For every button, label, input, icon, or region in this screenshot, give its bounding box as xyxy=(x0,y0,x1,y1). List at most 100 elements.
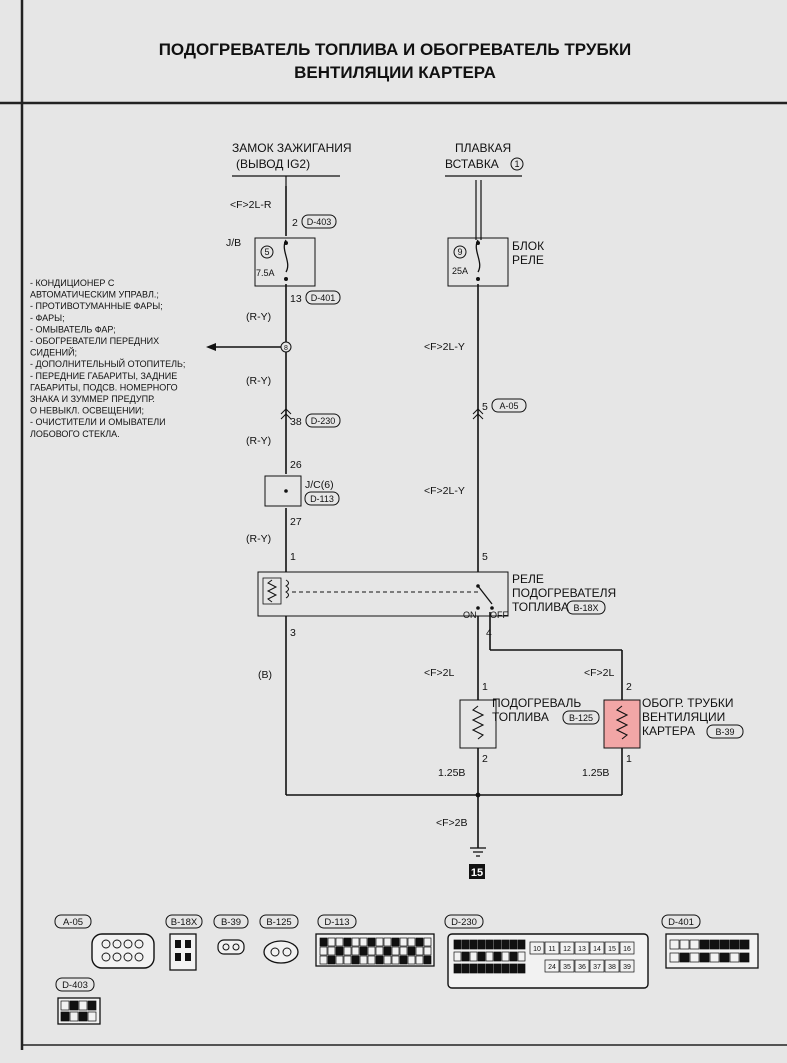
fuel-relay-label1: РЕЛЕ xyxy=(512,572,544,586)
connector-cavity xyxy=(335,946,344,956)
connector-cavity xyxy=(423,937,432,947)
relay-switch-contact xyxy=(477,585,493,605)
connector-cavity xyxy=(669,939,680,950)
connector-cavity xyxy=(319,955,328,965)
connector-cavity xyxy=(407,937,416,947)
connector-cavity xyxy=(453,939,462,950)
connector-cavity xyxy=(689,952,700,963)
fuel-relay-label2: ПОДОГРЕВАТЕЛЯ xyxy=(512,586,616,600)
fuel-heater-code: B-125 xyxy=(569,713,593,723)
connector-cavity xyxy=(501,963,510,974)
connector-cavity xyxy=(529,941,545,955)
connector-cavity xyxy=(391,937,400,947)
connector-cavity xyxy=(327,955,336,965)
connector-cavity xyxy=(335,955,344,965)
pin-13: 13 xyxy=(290,293,302,305)
connector-cavity xyxy=(544,941,560,955)
d230-pin-label: 37 xyxy=(593,964,601,971)
connector-cavity xyxy=(399,946,408,956)
connector-cavity xyxy=(477,963,486,974)
connector-cavity xyxy=(351,946,360,956)
side-list: - КОНДИЦИОНЕР С АВТОМАТИЧЕСКИМ УПРАВЛ.;-… xyxy=(30,278,185,439)
conn-d401-tag: D-401 xyxy=(311,293,336,303)
connector-cavity xyxy=(469,939,478,950)
conn-d113-tag: D-113 xyxy=(310,494,334,504)
wire-2l-b: <F>2L xyxy=(584,667,615,679)
side-list-item: - ПЕРЕДНИЕ ГАБАРИТЫ, ЗАДНИЕ xyxy=(30,371,177,381)
relay-block-fuse-amps: 25A xyxy=(452,266,468,276)
connector-cavity xyxy=(739,952,750,963)
fuel-heater-relay-box xyxy=(257,571,509,617)
connector-cavity xyxy=(87,1011,97,1022)
connector-cavity xyxy=(415,946,424,956)
connector-cavity xyxy=(719,952,730,963)
wire-2l-a: <F>2L xyxy=(424,667,455,679)
jc-label: J/C(6) xyxy=(305,479,334,491)
side-list-item: АВТОМАТИЧЕСКИМ УПРАВЛ.; xyxy=(30,290,159,300)
wire-2ly-1: <F>2L-Y xyxy=(424,341,465,353)
side-list-item: - ФАРЫ; xyxy=(30,313,65,323)
connector-cavity xyxy=(423,946,432,956)
pin-4-relay: 4 xyxy=(486,627,492,639)
d230-pin-label: 38 xyxy=(608,964,616,971)
connector-cavity xyxy=(699,952,710,963)
d230-pin-label: 10 xyxy=(533,946,541,953)
pin-5-relay: 5 xyxy=(482,551,488,563)
connector-cavity xyxy=(375,955,384,965)
conn-d230-tag: D-230 xyxy=(311,416,336,426)
legend-d403: D-403 xyxy=(62,980,88,991)
wire-2ly-2: <F>2L-Y xyxy=(424,485,465,497)
pin-1-relay: 1 xyxy=(290,551,296,563)
connector-cavity xyxy=(415,937,424,947)
connector-d401-icon xyxy=(665,933,759,969)
connector-cavity xyxy=(453,951,462,962)
conn-a05-tag: A-05 xyxy=(499,401,518,411)
side-list-item: - ОЧИСТИТЕЛИ И ОМЫВАТЕЛИ xyxy=(30,417,166,427)
fuel-relay-label3: ТОПЛИВА xyxy=(512,600,569,614)
connector-cavity xyxy=(729,952,740,963)
relay-on: ON xyxy=(463,610,477,620)
crank-heater-label3: КАРТЕРА xyxy=(642,724,695,738)
connector-cavity xyxy=(383,937,392,947)
connector-cavity xyxy=(359,955,368,965)
side-list-item: СИДЕНИЙ; xyxy=(30,347,77,358)
relay-block-fuse-num: 9 xyxy=(457,247,462,257)
connector-cavity xyxy=(689,939,700,950)
connector-cavity xyxy=(679,939,690,950)
connector-cavity xyxy=(319,937,328,947)
connector-cavity xyxy=(367,946,376,956)
connector-cavity xyxy=(477,951,486,962)
side-list-item: - ОМЫВАТЕЛЬ ФАР; xyxy=(30,324,116,334)
connector-cavity xyxy=(343,937,352,947)
wire-b: (B) xyxy=(258,669,272,681)
connector-cavity xyxy=(739,939,750,950)
pin-c2: 2 xyxy=(626,681,632,693)
connector-cavity xyxy=(399,955,408,965)
pin-h1: 1 xyxy=(482,681,488,693)
connector-cavity xyxy=(493,951,502,962)
left-circuit-wires xyxy=(285,186,622,848)
jb-label: J/B xyxy=(226,237,241,249)
wire-2lr: <F>2L-R xyxy=(230,199,272,211)
legend-d401: D-401 xyxy=(668,917,694,928)
connector-cavity xyxy=(60,1011,70,1022)
wire-ry-3: (R-Y) xyxy=(246,435,271,447)
connector-cavity xyxy=(351,937,360,947)
fuel-heater-label2: ТОПЛИВА xyxy=(492,710,549,724)
connector-cavity xyxy=(60,1000,70,1011)
connector-cavity xyxy=(453,963,462,974)
conn-d403-tag: D-403 xyxy=(307,217,332,227)
connector-a05-icon xyxy=(91,933,155,969)
connector-cavity xyxy=(493,939,502,950)
connector-cavity xyxy=(699,939,710,950)
splice-num: 8 xyxy=(284,345,288,352)
connector-cavity xyxy=(407,946,416,956)
connector-cavity xyxy=(559,959,575,973)
side-list-item: - КОНДИЦИОНЕР С xyxy=(30,278,115,288)
ground-num: 15 xyxy=(471,867,483,879)
connector-cavity xyxy=(709,952,720,963)
d230-pin-label: 16 xyxy=(623,946,631,953)
side-list-item: - ПРОТИВОТУМАННЫЕ ФАРЫ; xyxy=(30,301,163,311)
connector-cavity xyxy=(517,951,526,962)
connector-cavity xyxy=(359,946,368,956)
